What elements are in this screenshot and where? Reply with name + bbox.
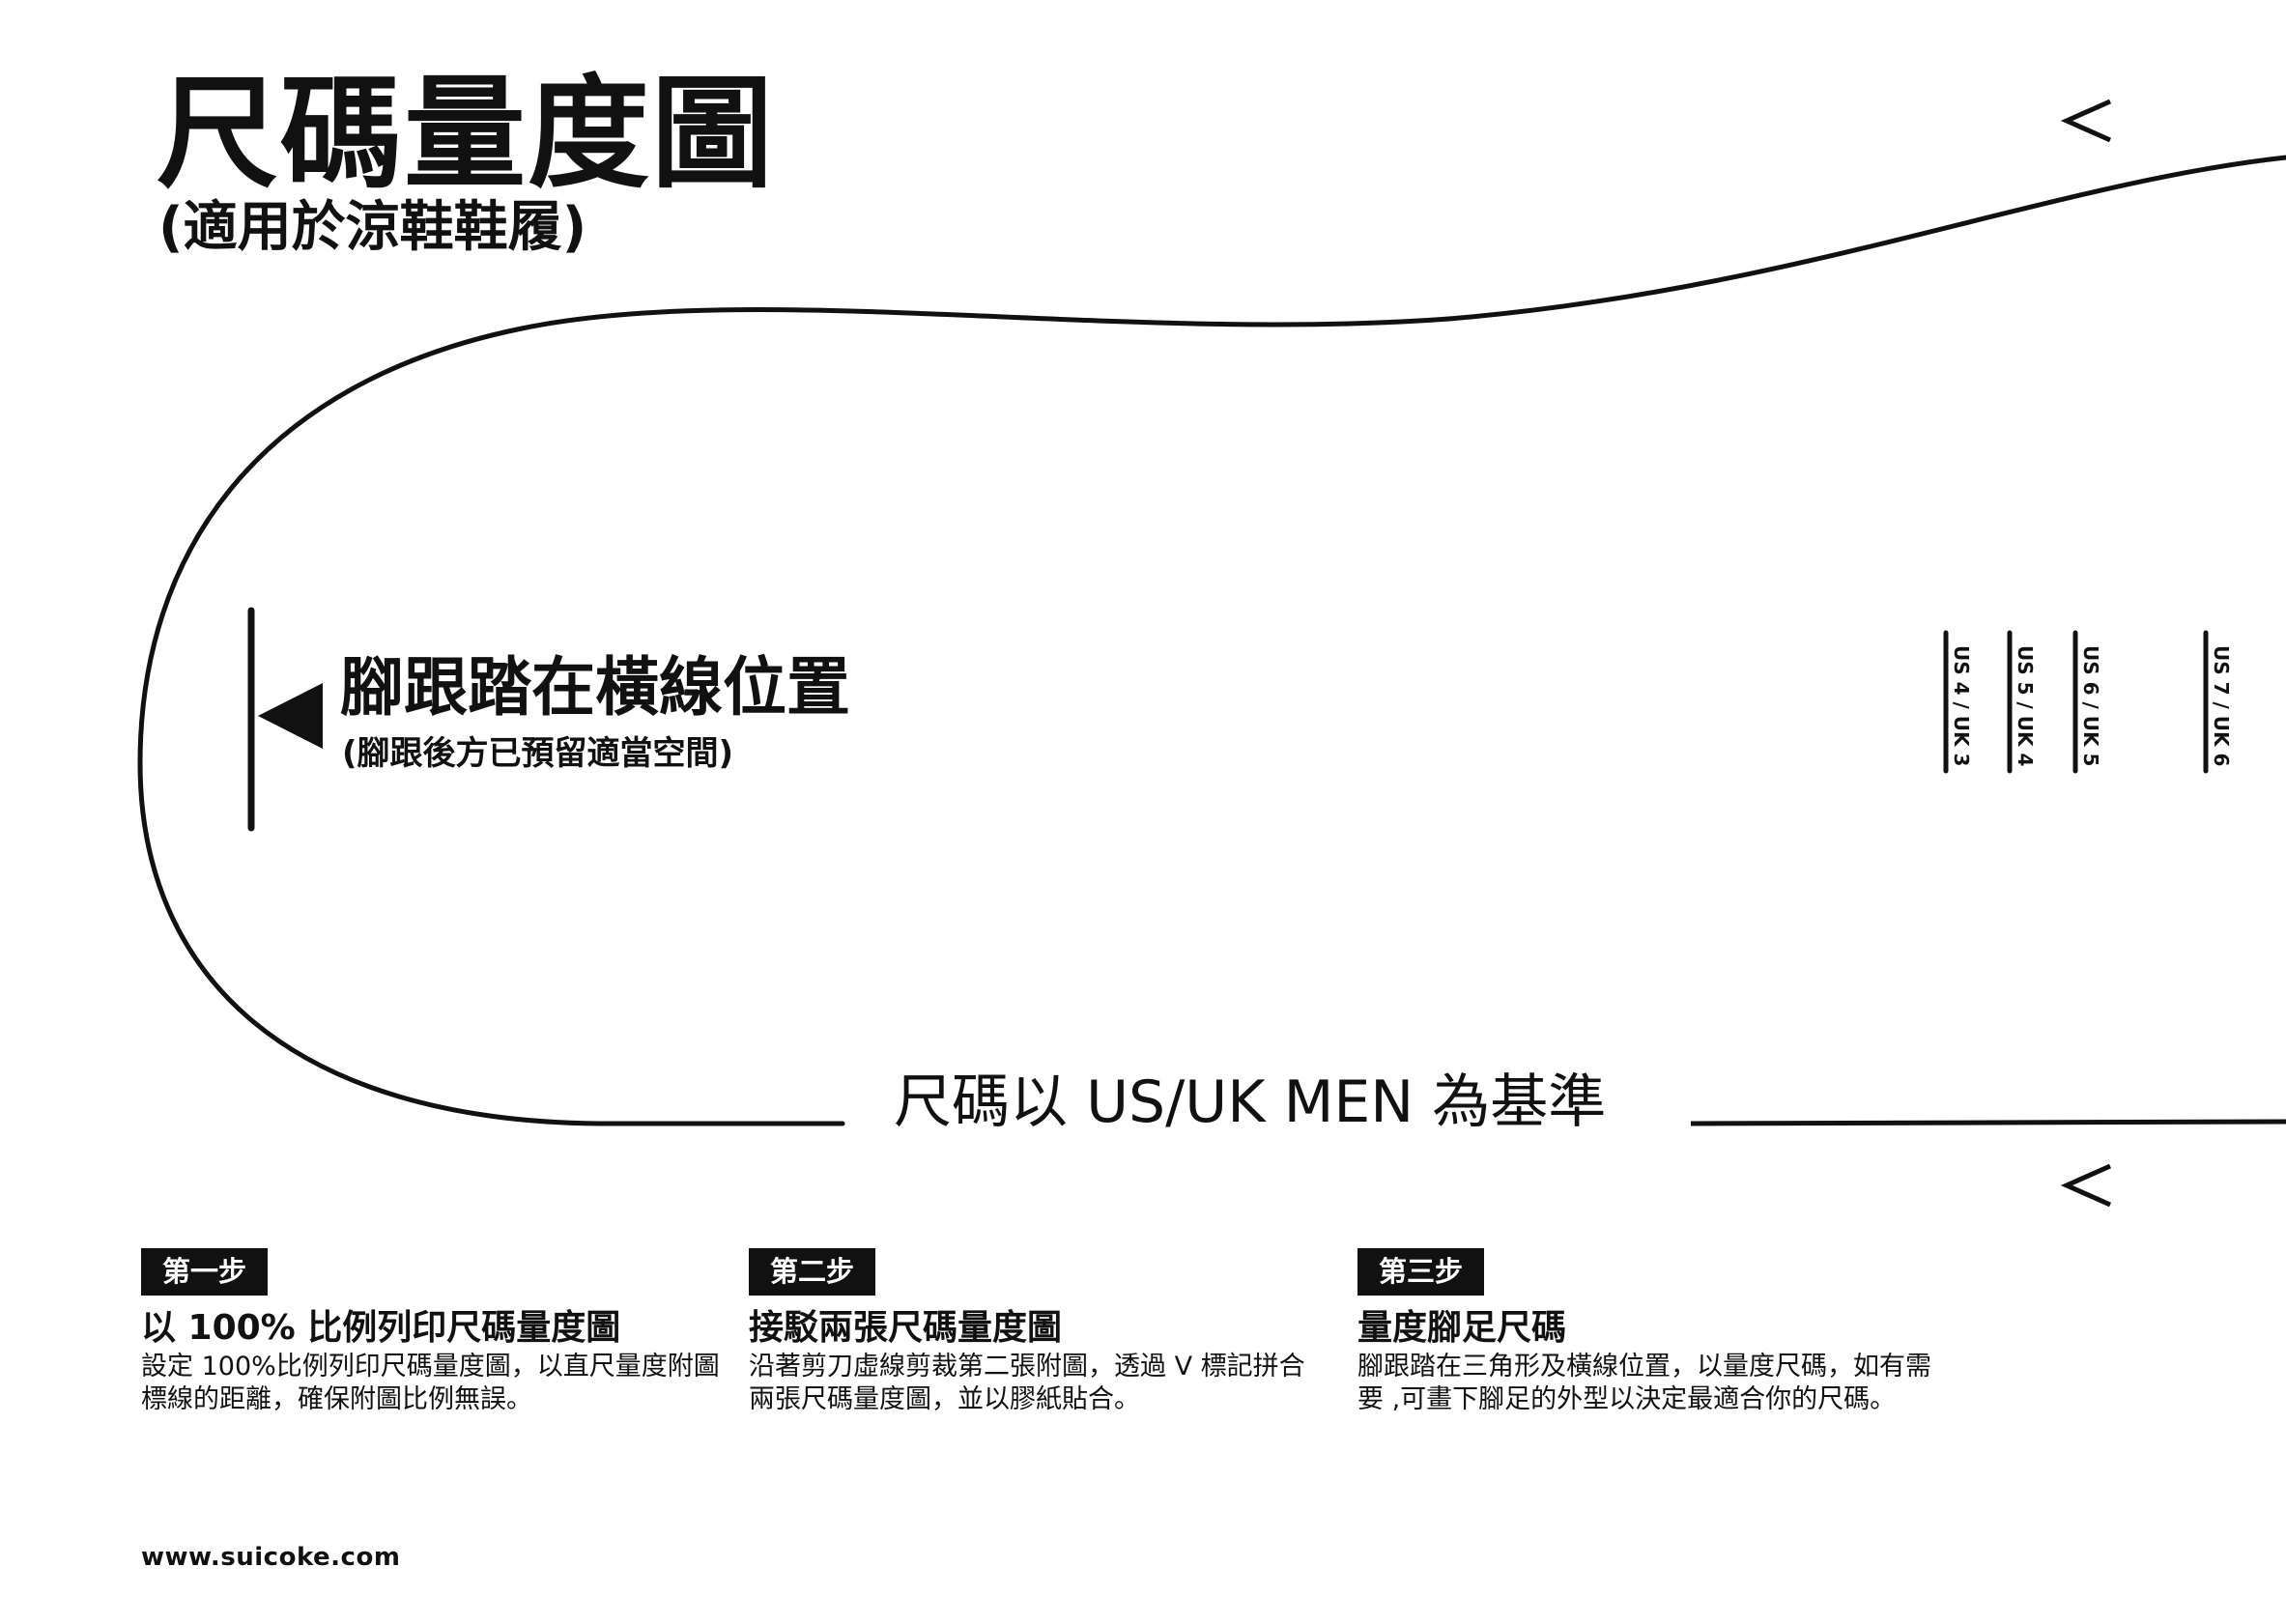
- size-label-us7: US 7 / UK 6: [2210, 645, 2233, 767]
- foot-outline-curve: [137, 155, 2286, 1126]
- step-one-badge: 第一步: [141, 1248, 269, 1296]
- step-three: 第三步 量度腳足尺碼 腳跟踏在三角形及橫線位置，以量度尺碼，如有需要 ,可畫下腳…: [1357, 1248, 1937, 1416]
- v-mark-bottom-icon: [2060, 1163, 2112, 1208]
- heel-arrow-icon: [258, 683, 323, 749]
- foot-outline-bottom-line: [1690, 1119, 2286, 1126]
- size-standard-note: 尺碼以 US/UK MEN 為基準: [894, 1068, 1607, 1136]
- step-two: 第二步 接駁兩張尺碼量度圖 沿著剪刀虛線剪裁第二張附圖，透過 V 標記拼合兩張尺…: [749, 1248, 1329, 1416]
- step-three-title: 量度腳足尺碼: [1357, 1307, 1567, 1348]
- size-label-us5: US 5 / UK 4: [2014, 645, 2037, 767]
- step-two-title: 接駁兩張尺碼量度圖: [749, 1307, 1063, 1348]
- step-three-badge: 第三步: [1357, 1248, 1485, 1296]
- v-mark-top-icon: [2060, 99, 2112, 143]
- step-one-description: 設定 100%比例列印尺碼量度圖，以直尺量度附圖標線的距離，確保附圖比例無誤。: [141, 1351, 720, 1414]
- step-one-title: 以 100% 比例列印尺碼量度圖: [141, 1307, 621, 1348]
- size-label-us6: US 6 / UK 5: [2079, 645, 2102, 767]
- size-label-us4: US 4 / UK 3: [1950, 645, 1973, 767]
- step-two-badge: 第二步: [749, 1248, 876, 1296]
- heel-note: (腳跟後方已預留適當空間): [342, 734, 734, 773]
- step-two-description: 沿著剪刀虛線剪裁第二張附圖，透過 V 標記拼合兩張尺碼量度圖，並以膠紙貼合。: [749, 1351, 1305, 1414]
- step-one: 第一步 以 100% 比例列印尺碼量度圖 設定 100%比例列印尺碼量度圖，以直…: [141, 1248, 721, 1416]
- step-three-description: 腳跟踏在三角形及橫線位置，以量度尺碼，如有需要 ,可畫下腳足的外型以決定最適合你…: [1357, 1351, 1931, 1414]
- website-link[interactable]: www.suicoke.com: [141, 1543, 401, 1572]
- page-title: 尺碼量度圖: [157, 63, 775, 205]
- page-subtitle: (適用於涼鞋鞋履): [158, 196, 587, 259]
- heel-instruction: 腳跟踏在橫線位置: [340, 650, 850, 725]
